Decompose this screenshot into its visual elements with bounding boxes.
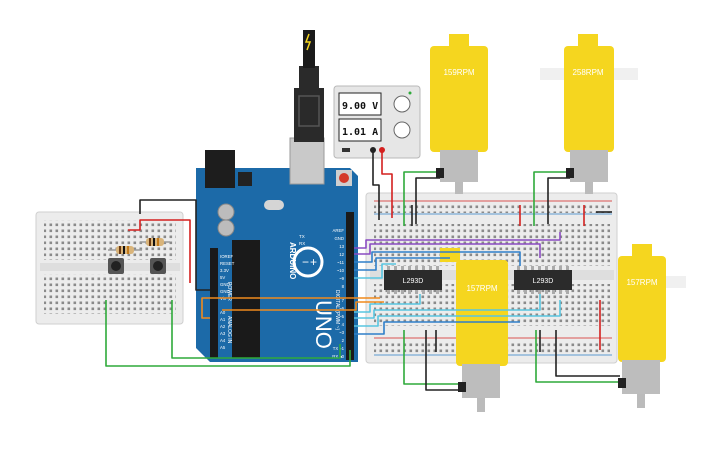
d13-label: 13: [339, 244, 344, 249]
gnd-label-3: GND: [220, 289, 230, 294]
d1-label: TX ▸1: [333, 346, 345, 351]
a1-label: A1: [220, 317, 226, 322]
d11-label: ~11: [337, 260, 345, 265]
arduino-logo-icon: [292, 246, 324, 278]
tx-label: TX: [299, 234, 305, 239]
wire-orange[interactable]: [222, 301, 384, 311]
wire-black[interactable]: [425, 330, 462, 391]
atmega-chip: [232, 240, 260, 358]
usb-cable[interactable]: [294, 30, 324, 142]
dc-motor-2[interactable]: 258RPM: [540, 34, 638, 194]
svg-text:−: −: [302, 255, 309, 269]
d12-label: 12: [339, 252, 344, 257]
wire-cyan[interactable]: [354, 294, 541, 319]
wire-blue[interactable]: [354, 251, 521, 266]
wire-red[interactable]: [381, 152, 393, 218]
wire-blue[interactable]: [354, 257, 450, 271]
wire-black[interactable]: [415, 177, 440, 224]
gnd-label-2: GND: [220, 282, 230, 287]
wire-black[interactable]: [555, 330, 620, 377]
resistor-1[interactable]: [108, 246, 142, 254]
a0-label: A0: [220, 310, 226, 315]
wire-blue[interactable]: [354, 321, 520, 335]
d2-label: 2: [342, 338, 345, 343]
wire-cyan[interactable]: [354, 294, 421, 313]
power-header-label: POWER: [226, 282, 232, 301]
voltage-readout: 9.00 V: [342, 101, 378, 112]
d10-label: ~10: [337, 268, 345, 273]
a3-label: A3: [220, 331, 226, 336]
reset-label: RESET: [220, 261, 235, 266]
a4-label: A4: [220, 338, 226, 343]
wire-purple[interactable]: [354, 243, 541, 258]
pushbutton-2[interactable]: [150, 258, 166, 274]
wire-cyan[interactable]: [354, 263, 396, 279]
uno-label: UNO: [311, 300, 336, 349]
usb-port: [289, 137, 325, 185]
voltage-knob[interactable]: [393, 95, 411, 113]
chip-label: L293D: [403, 278, 424, 285]
d7-label: 7: [342, 298, 345, 303]
reset-button[interactable]: [339, 173, 349, 183]
v33-label: 3.3V: [220, 268, 229, 273]
arduino-uno-board[interactable]: − + ARDUINO UNO TX RX L IOREF RESET 3.3V…: [196, 137, 358, 362]
analog-header-label: ANALOG IN: [226, 316, 232, 344]
wire-black[interactable]: [372, 152, 380, 220]
dc-power-jack: [205, 150, 235, 188]
wire-green[interactable]: [535, 330, 618, 383]
digital-header: [346, 212, 354, 360]
positive-terminal[interactable]: [379, 147, 385, 153]
wire-purple[interactable]: [354, 232, 561, 249]
a5-label: A5: [220, 345, 226, 350]
negative-terminal[interactable]: [370, 147, 376, 153]
wire-green[interactable]: [105, 300, 351, 367]
motor-rpm-label: 157RPM: [626, 278, 657, 287]
d8-label: 8: [342, 284, 345, 289]
wire-green[interactable]: [403, 171, 436, 226]
wire-cyan[interactable]: [354, 300, 561, 327]
power-switch[interactable]: [342, 148, 350, 152]
dc-motor-4[interactable]: 157RPM: [618, 244, 686, 408]
motor-rpm-label: 258RPM: [572, 68, 603, 77]
rx-label: RX: [299, 241, 305, 246]
d6-label: ~6: [339, 306, 345, 311]
wire-orange[interactable]: [201, 297, 380, 319]
ioref-label: IOREF: [220, 254, 234, 259]
motor-rpm-label: 159RPM: [443, 68, 474, 77]
v5-label: 5V: [220, 275, 225, 280]
l293d-chip-2[interactable]: L293D: [514, 266, 572, 294]
pushbutton-1[interactable]: [108, 258, 124, 274]
l-label: L: [299, 248, 302, 253]
l293d-chip-1[interactable]: L293D: [384, 266, 442, 294]
d4-label: 4: [342, 322, 345, 327]
wire-red[interactable]: [128, 219, 191, 283]
power-analog-header: [210, 248, 218, 358]
a2-label: A2: [220, 324, 226, 329]
arduino-brand-label: ARDUINO: [288, 242, 297, 279]
d3-label: ~3: [339, 330, 345, 335]
svg-text:+: +: [310, 255, 317, 269]
wire-green[interactable]: [171, 300, 341, 359]
lightning-icon: [304, 33, 312, 51]
wire-black[interactable]: [139, 199, 210, 291]
d5-label: ~5: [339, 314, 345, 319]
chip-label: L293D: [533, 278, 554, 285]
dc-motor-3[interactable]: 157RPM: [440, 248, 508, 412]
dc-motor-1[interactable]: 159RPM: [430, 34, 488, 194]
current-readout: 1.01 A: [342, 127, 378, 138]
wire-black[interactable]: [547, 177, 570, 224]
gnd-label: GND: [334, 236, 344, 241]
d0-label: RX ◂0: [332, 354, 344, 359]
wire-green[interactable]: [403, 330, 458, 385]
dc-power-supply[interactable]: 9.00 V 1.01 A: [333, 85, 421, 159]
d9-label: ~9: [339, 276, 345, 281]
wire-green[interactable]: [533, 171, 566, 226]
resistor-2[interactable]: [140, 238, 170, 246]
motor-rpm-label: 157RPM: [466, 284, 497, 293]
aref-label: AREF: [333, 228, 345, 233]
current-knob[interactable]: [393, 121, 411, 139]
